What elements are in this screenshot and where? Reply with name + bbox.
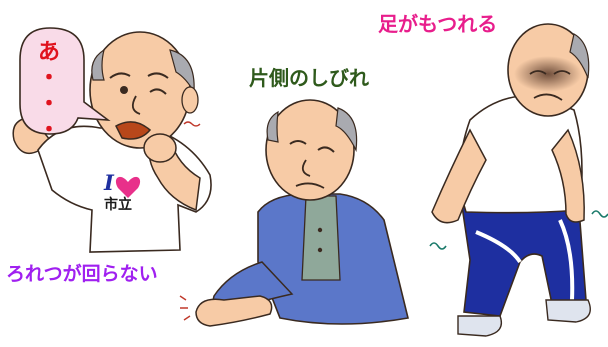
dizzy-shade-icon — [514, 56, 582, 92]
tingle-lines-icon — [179, 295, 191, 321]
figure3-shoe-right — [545, 299, 591, 323]
figure2-hair — [335, 107, 358, 153]
figure-legs-tangle — [429, 23, 608, 337]
bubble-dot-2: ・ — [37, 92, 60, 117]
figure2-eye-left — [289, 140, 307, 145]
speech-bubble-icon — [19, 27, 111, 135]
figure1-ear — [181, 86, 199, 114]
wobble-lines-right-icon — [591, 210, 608, 218]
figure3-right-arm — [551, 128, 585, 223]
figure2-nose — [301, 159, 311, 177]
figure1-hair-left — [91, 48, 105, 81]
figure-one-side-numbness — [179, 99, 409, 327]
shirt-text: 市立 — [104, 197, 132, 213]
figure2-shirt — [301, 195, 341, 281]
bubble-dot-1: ・ — [37, 66, 60, 91]
bubble-char-a: あ — [37, 40, 60, 65]
figure1-brow-right — [147, 72, 169, 79]
figure3-left-arm — [431, 128, 487, 224]
figure2-head — [265, 99, 355, 201]
speech-bubble-text: あ ・ ・ ・ — [24, 40, 74, 144]
figure1-hand — [143, 133, 177, 163]
label-one-side-numbness: 片側のしびれ — [249, 66, 369, 90]
figure1-nose — [131, 95, 141, 115]
figure1-eye-left — [120, 86, 128, 94]
bubble-dot-3: ・ — [37, 118, 60, 143]
figure2-mouth — [295, 182, 325, 189]
figure-slurred-speech — [12, 31, 212, 253]
figure1-eye-right — [149, 88, 167, 95]
figure1-brow-left — [109, 72, 131, 79]
shirt-letter: I — [104, 170, 114, 195]
figure1-mouth — [115, 121, 152, 140]
figure3-eyes — [529, 70, 571, 75]
figure2-hand — [195, 295, 273, 327]
label-legs-tangle: 足がもつれる — [378, 12, 498, 36]
figure2-button-1 — [317, 227, 323, 233]
tremor-lines-icon — [183, 121, 201, 127]
figure3-shoe-left — [457, 315, 503, 337]
figure3-mouth — [533, 93, 563, 101]
figure2-button-2 — [317, 247, 323, 253]
heart-icon — [115, 176, 141, 198]
figure2-eye-right — [317, 146, 335, 153]
figure2-hair-left — [266, 110, 279, 143]
figure3-hair — [569, 33, 590, 79]
figure3-pants-stripes — [475, 219, 575, 301]
label-slurred-speech: ろれつが回らない — [6, 263, 158, 285]
wobble-lines-left-icon — [429, 242, 447, 250]
